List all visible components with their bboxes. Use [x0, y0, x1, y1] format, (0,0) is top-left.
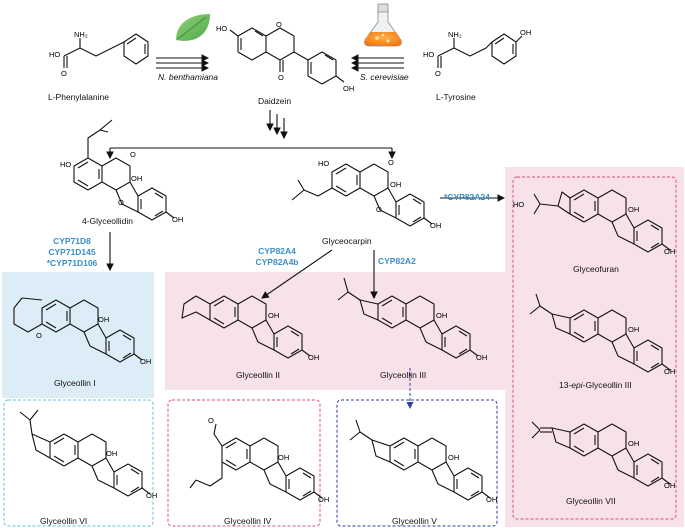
- svg-text:O: O: [36, 331, 42, 340]
- svg-text:OH: OH: [390, 180, 401, 189]
- box-cyp82a24-products: [505, 167, 684, 527]
- label-tyrosine: L-Tyrosine: [436, 92, 476, 102]
- svg-text:OH: OH: [106, 449, 117, 458]
- enzyme-cyp82a2: CYP82A2: [378, 256, 416, 266]
- glyceollin-4-structure: O OH OH: [189, 416, 329, 504]
- epi-glyceollin-3-structure: OH OH: [529, 293, 675, 376]
- glyceollin-6-structure: OH OH: [19, 409, 157, 500]
- svg-text:HO: HO: [423, 50, 434, 59]
- svg-text:OH: OH: [131, 174, 142, 183]
- enzyme-cyp71d8: CYP71D8: [53, 236, 91, 246]
- svg-text:OH: OH: [430, 221, 441, 230]
- svg-text:O: O: [208, 416, 214, 425]
- enzyme-cyp82a4: CYP82A4: [258, 246, 296, 256]
- svg-text:O: O: [278, 73, 284, 82]
- label-glyceollin-7: Glyceollin VII: [566, 496, 616, 506]
- svg-text:OH: OH: [98, 315, 109, 324]
- svg-text:HO: HO: [216, 24, 227, 33]
- svg-text:OH: OH: [140, 357, 151, 366]
- leaf-icon: [176, 14, 210, 41]
- tyrosine-structure: HO O NH₂ OH: [423, 28, 531, 78]
- svg-text:OH: OH: [146, 491, 157, 500]
- label-glyceollin-4: Glyceollin IV: [224, 516, 272, 526]
- svg-text:OH: OH: [664, 481, 675, 490]
- glyceollin-2-structure: OH OH: [181, 295, 319, 362]
- svg-text:O: O: [388, 158, 394, 167]
- svg-text:OH: OH: [664, 247, 675, 256]
- glyceollin-7-structure: OH OH: [531, 421, 675, 490]
- svg-text:OH: OH: [664, 367, 675, 376]
- svg-text:O: O: [376, 205, 382, 214]
- glyceollin-5-structure: OH OH: [349, 419, 497, 504]
- svg-text:OH: OH: [520, 28, 531, 37]
- dashed-box-glyceollin-5: [336, 399, 498, 527]
- svg-text:O: O: [130, 150, 136, 159]
- label-glyceocarpin: Glyceocarpin: [322, 236, 372, 246]
- glyceollin-3-structure: OH OH: [337, 277, 487, 362]
- label-glyceollidin: 4-Glyceollidin: [82, 216, 134, 226]
- svg-text:O: O: [435, 69, 441, 78]
- label-host-yeast: S. cerevisiae: [360, 72, 409, 82]
- svg-text:O: O: [61, 69, 67, 78]
- glyceollin-1-structure: O OH OH: [13, 297, 151, 366]
- enzyme-cyp82a24: *CYP82A24: [444, 192, 490, 202]
- svg-text:HO: HO: [318, 159, 329, 168]
- dashed-box-glyceollin-6: [3, 399, 154, 527]
- label-glyceollin-1: Glyceollin I: [54, 378, 96, 388]
- svg-text:HO: HO: [49, 50, 60, 59]
- svg-text:O: O: [118, 198, 124, 207]
- phenylalanine-structure: HO O NH₂: [49, 30, 149, 78]
- svg-text:OH: OH: [268, 311, 279, 320]
- svg-text:NH₂: NH₂: [74, 30, 88, 39]
- enzyme-cyp71d145: CYP71D145: [48, 247, 96, 257]
- label-daidzein: Daidzein: [258, 96, 292, 106]
- svg-text:OH: OH: [486, 495, 497, 504]
- label-host-plant: N. benthamiana: [158, 72, 219, 82]
- box-cyp82a-products: [165, 272, 505, 390]
- label-glyceollin-3: Glyceollin III: [380, 370, 427, 380]
- label-phenylalanine: L-Phenylalanine: [48, 92, 109, 102]
- label-epi-glyceollin-3: 13-epi-Glyceollin III: [559, 380, 632, 390]
- enzyme-cyp71d106: *CYP71D106: [46, 258, 98, 268]
- svg-text:HO: HO: [60, 160, 71, 169]
- svg-text:OH: OH: [628, 325, 639, 334]
- daidzein-structure: HO O O OH: [216, 20, 354, 93]
- enzyme-cyp82a4b: CYP82A4b: [255, 257, 299, 267]
- svg-text:OH: OH: [172, 215, 183, 224]
- dashed-box-right: [512, 176, 677, 520]
- label-glyceollin-5: Glyceollin V: [392, 516, 437, 526]
- label-glyceollin-6: Glyceollin VI: [40, 516, 88, 526]
- glyceollidin-structure: HO O OH O OH: [60, 119, 183, 224]
- flask-icon: [364, 3, 402, 47]
- svg-text:OH: OH: [476, 353, 487, 362]
- svg-text:O: O: [276, 20, 282, 29]
- svg-text:NH₂: NH₂: [448, 30, 462, 39]
- label-glyceofuran: Glyceofuran: [573, 264, 619, 274]
- glyceocarpin-structure: HO O OH O OH: [291, 158, 441, 230]
- svg-text:OH: OH: [318, 495, 329, 504]
- svg-text:OH: OH: [343, 84, 354, 93]
- svg-text:OH: OH: [436, 311, 447, 320]
- svg-text:OH: OH: [308, 353, 319, 362]
- svg-text:OH: OH: [628, 205, 639, 214]
- svg-text:OH: OH: [278, 453, 289, 462]
- glyceofuran-structure: HO OH OH: [513, 189, 675, 256]
- svg-text:OH: OH: [448, 453, 459, 462]
- dashed-box-glyceollin-4: [167, 399, 321, 527]
- svg-text:HO: HO: [513, 200, 524, 209]
- label-glyceollin-2: Glyceollin II: [236, 370, 280, 380]
- svg-text:OH: OH: [628, 439, 639, 448]
